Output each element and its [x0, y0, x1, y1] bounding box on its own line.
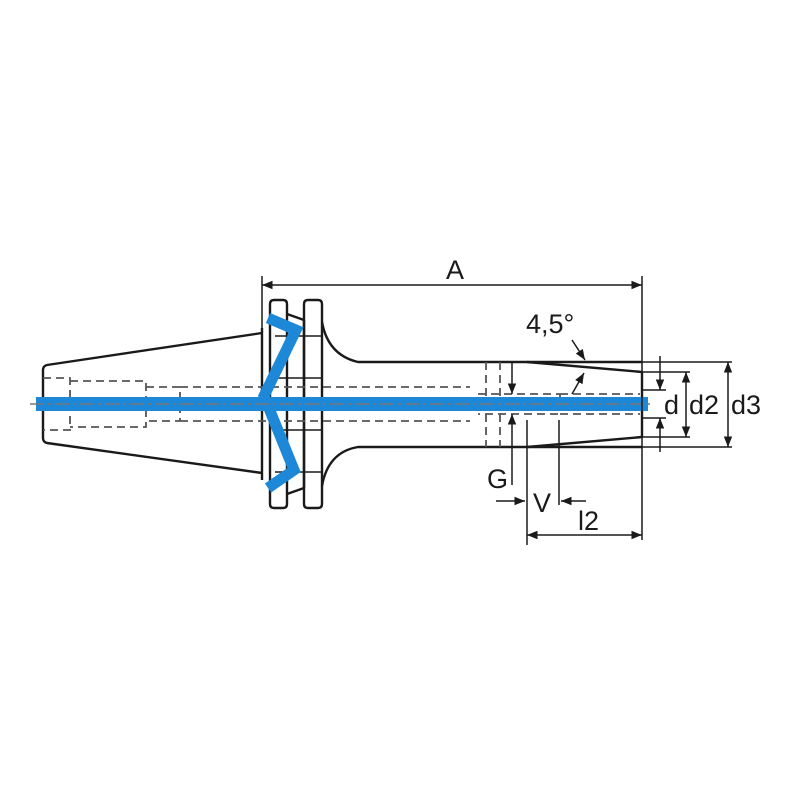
- label-d: d: [664, 390, 679, 420]
- label-A: A: [446, 255, 464, 285]
- label-G: G: [487, 464, 508, 494]
- label-angle: 4,5°: [526, 309, 574, 339]
- label-l2: l2: [578, 506, 599, 536]
- flange: [260, 298, 324, 510]
- label-d3: d3: [731, 390, 761, 420]
- coolant-channel: [36, 312, 648, 493]
- dimension-V-l2: [496, 420, 642, 545]
- label-d2: d2: [689, 390, 719, 420]
- label-V: V: [533, 488, 551, 518]
- dimension-A: [261, 276, 643, 540]
- dimension-diameters: [642, 356, 733, 452]
- dimension-angle: [571, 339, 586, 395]
- shank: [320, 321, 642, 487]
